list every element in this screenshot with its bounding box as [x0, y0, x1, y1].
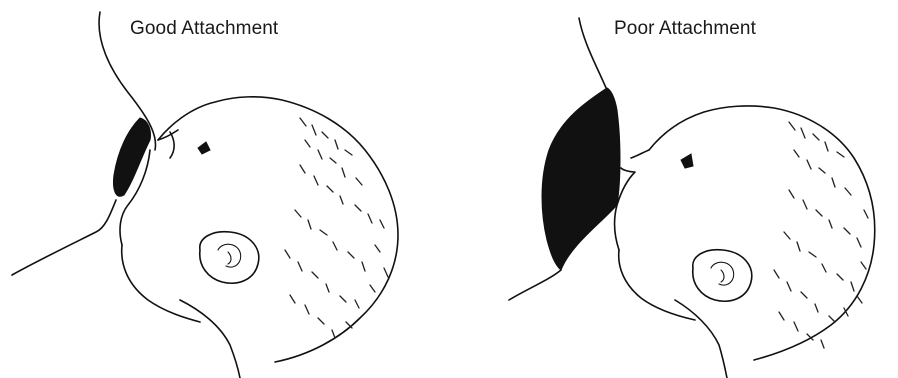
baby-eye	[198, 142, 210, 154]
baby-ear-inner	[711, 262, 734, 285]
baby-chin-neck	[619, 250, 727, 378]
baby-ear-inner	[218, 244, 241, 267]
areola-shading	[542, 88, 620, 270]
baby-ear	[693, 250, 752, 302]
breast-lower-outline	[509, 270, 561, 300]
baby-head-outline	[649, 106, 875, 360]
baby-eye	[681, 154, 693, 168]
baby-ear	[200, 232, 259, 284]
baby-chin-neck	[122, 245, 240, 378]
breast-lower-outline	[12, 200, 116, 275]
baby-hair-strokes	[774, 122, 868, 348]
areola-shading	[113, 118, 150, 196]
panel-good-attachment: Good Attachment	[0, 0, 449, 378]
poor-attachment-illustration	[449, 0, 898, 378]
baby-head-outline	[158, 97, 398, 362]
panel-poor-attachment: Poor Attachment	[449, 0, 898, 378]
good-attachment-illustration	[0, 0, 449, 378]
